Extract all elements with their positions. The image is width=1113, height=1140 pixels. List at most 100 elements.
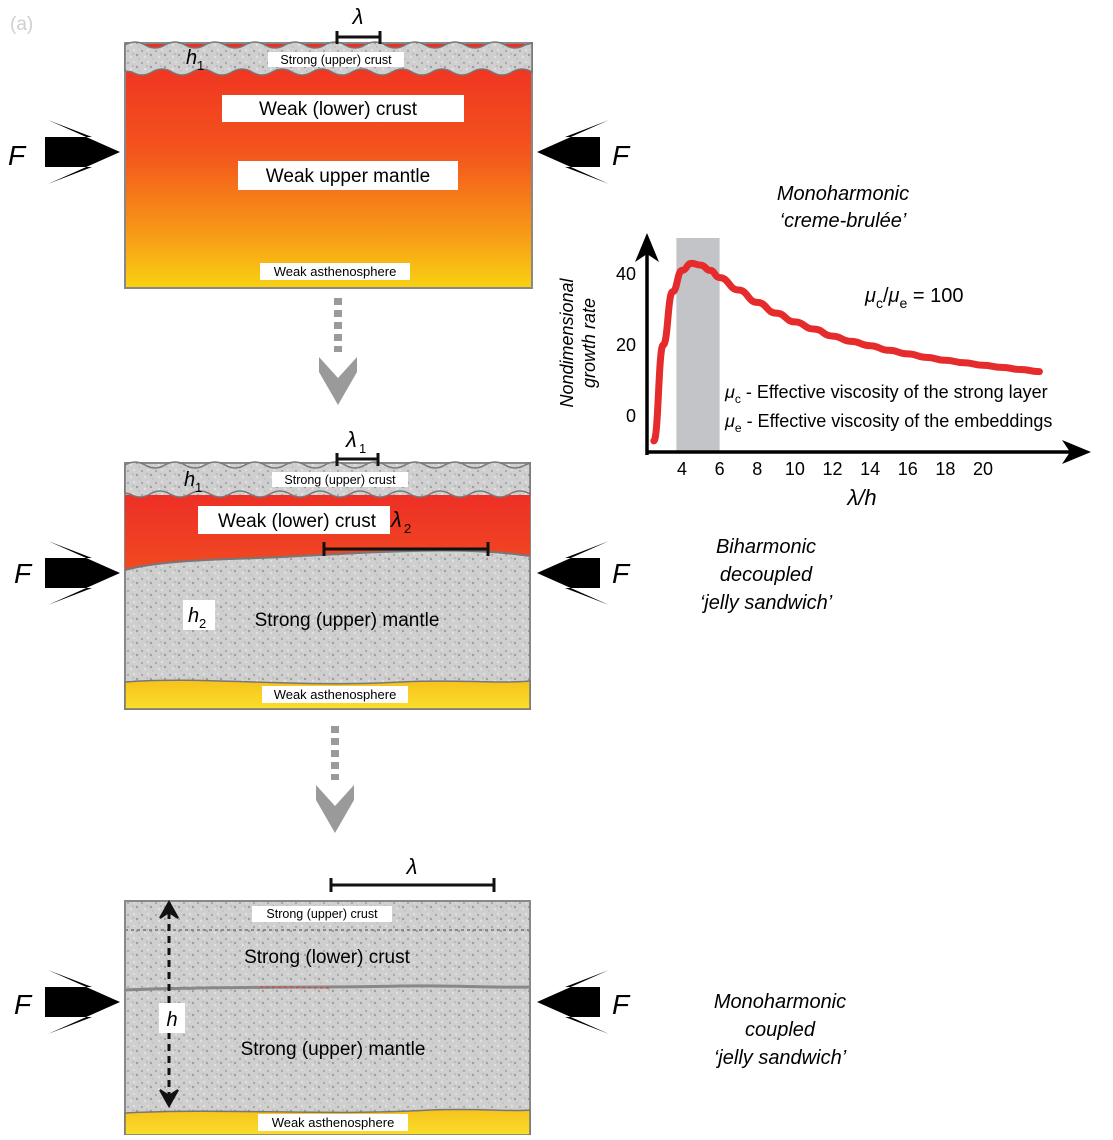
legend-strong-layer: μc - Effective viscosity of the strong l… [724, 382, 1048, 406]
p2-lambda2-bracket [322, 542, 490, 556]
p2-asthenosphere-label-bg [262, 686, 408, 703]
p2-upper-mantle-label: Strong (upper) mantle [255, 610, 440, 631]
p2-lower-crust-label: Weak (lower) crust [218, 511, 377, 532]
p3-left-force-arrow [45, 970, 120, 1034]
y-axis-arrowhead [635, 233, 659, 262]
p2-lambda1-bracket [335, 453, 380, 466]
x-tick-label: 18 [935, 459, 955, 479]
p1-left-force-label: F [8, 140, 27, 171]
svg-text:h: h [186, 47, 197, 69]
p2-right-force-label: F [612, 558, 631, 589]
p3-upper-mantle-label: Strong (upper) mantle [241, 1039, 426, 1060]
p1-lower-crust-label-bg [222, 95, 464, 122]
x-tick-label: 10 [785, 459, 805, 479]
p2-left-force-arrow [45, 541, 120, 605]
p1-asthenosphere-label-bg [260, 263, 410, 280]
panel-label: (a) [10, 14, 33, 35]
legend-embeddings: μe - Effective viscosity of the embeddin… [724, 411, 1052, 435]
p2-h2-label-bg [183, 600, 215, 630]
p3-moho [124, 984, 531, 992]
p2-upper-crust-label-bg [272, 472, 408, 487]
p2-h1-label: h 1 [184, 469, 202, 495]
p3-lower-crust-label: Strong (lower) crust [244, 947, 410, 968]
svg-text:1: 1 [197, 58, 204, 73]
p3-h-label-bg [159, 1003, 185, 1033]
x-axis-arrowhead [1062, 440, 1091, 464]
svg-text:coupled: coupled [745, 1019, 816, 1041]
p1-asthenosphere-label: Weak asthenosphere [274, 264, 397, 279]
svg-text:h: h [188, 605, 199, 627]
p3-right-force-arrow [537, 970, 609, 1034]
x-tick-label: 20 [973, 459, 993, 479]
x-tick-label: 14 [860, 459, 880, 479]
x-tick-label: 4 [677, 459, 687, 479]
x-tick-label: 12 [822, 459, 842, 479]
regime-caption-creme-brulee: Monoharmonic ‘creme-brulée’ [777, 183, 909, 232]
svg-text:h: h [184, 469, 195, 491]
p1-right-force-arrow [537, 120, 609, 184]
svg-text:decoupled: decoupled [720, 564, 813, 586]
x-axis-title: λ/h [846, 485, 876, 510]
viscosity-ratio-label: μc/μe = 100 [864, 285, 963, 311]
p1-right-force-label: F [612, 140, 631, 171]
p2-asthenosphere-label: Weak asthenosphere [274, 687, 397, 702]
p1-upper-mantle-label: Weak upper mantle [266, 166, 430, 187]
svg-text:Monoharmonic: Monoharmonic [714, 991, 846, 1013]
p3-left-force-label: F [14, 989, 33, 1020]
y-axis-title: Nondimensional growth rate [557, 277, 599, 407]
panel-biharmonic-decoupled: Strong (upper) crust h 1 Weak (lower) cr… [14, 427, 631, 710]
growth-rate-chart: 4 6 8 10 12 14 16 18 20 0 20 40 Nondimensional gro… [557, 233, 1091, 510]
p2-lambda1-label: λ 1 [345, 427, 366, 456]
p3-upper-crust-label-bg [252, 906, 392, 922]
svg-text:2: 2 [404, 521, 411, 536]
p3-wavelength-bracket [329, 878, 496, 892]
p3-asthenosphere-label: Weak asthenosphere [272, 1115, 395, 1130]
x-tick-label: 6 [715, 459, 725, 479]
svg-text:Nondimensional: Nondimensional [557, 277, 577, 407]
p1-upper-crust-label-bg [268, 52, 404, 67]
p3-box [124, 900, 531, 1136]
panel-creme-brulee: Strong (upper) crust h 1 Weak (lower) cr… [8, 4, 631, 289]
p3-right-force-label: F [612, 989, 631, 1020]
svg-text:1: 1 [195, 480, 202, 495]
p1-upper-crust-label: Strong (upper) crust [280, 53, 392, 67]
x-tick-label: 8 [752, 459, 762, 479]
svg-text:Monoharmonic: Monoharmonic [777, 183, 909, 205]
p3-wavelength-label: λ [406, 854, 418, 879]
p1-h1-label: h 1 [186, 47, 204, 73]
p3-upper-crust-label: Strong (upper) crust [266, 907, 378, 921]
p1-wavelength-label: λ [352, 4, 364, 29]
transition-arrow-1 [319, 298, 357, 405]
x-tick-labels: 4 6 8 10 12 14 16 18 20 [677, 459, 993, 479]
p2-lambda2-label: λ 2 [390, 507, 411, 536]
svg-text:λ: λ [345, 427, 357, 452]
p1-left-force-arrow [45, 120, 120, 184]
growth-rate-curve [650, 259, 1043, 445]
transition-arrow-2 [316, 726, 354, 833]
p1-wavelength-bracket [335, 31, 382, 44]
x-tick-label: 16 [898, 459, 918, 479]
svg-text:‘jelly sandwich’: ‘jelly sandwich’ [700, 592, 833, 614]
svg-text:2: 2 [199, 616, 206, 631]
svg-text:growth rate: growth rate [579, 298, 599, 388]
p3-thickness-arrow [159, 899, 179, 1109]
y-tick-label: 20 [616, 335, 636, 355]
p2-lower-crust-label-bg [198, 506, 390, 534]
regime-caption-biharmonic: Biharmonic decoupled ‘jelly sandwich’ [700, 536, 833, 614]
svg-text:λ: λ [390, 507, 402, 532]
y-tick-labels: 0 20 40 [616, 264, 636, 426]
panel-coupled-jelly-sandwich: Strong (upper) crust Strong (lower) crus… [14, 854, 631, 1136]
p3-asthenosphere-label-bg [258, 1114, 408, 1131]
p2-left-force-label: F [14, 558, 33, 589]
y-tick-label: 0 [626, 406, 636, 426]
svg-text:‘creme-brulée’: ‘creme-brulée’ [780, 210, 907, 232]
svg-text:‘jelly sandwich’: ‘jelly sandwich’ [714, 1047, 847, 1069]
p2-right-force-arrow [537, 541, 609, 605]
svg-text:Biharmonic: Biharmonic [716, 536, 816, 558]
p3-h-label: h [166, 1009, 177, 1031]
p1-upper-mantle-label-bg [238, 161, 458, 190]
chart-axes [635, 233, 1091, 464]
y-tick-label: 40 [616, 264, 636, 284]
p1-lower-crust-label: Weak (lower) crust [259, 99, 418, 120]
